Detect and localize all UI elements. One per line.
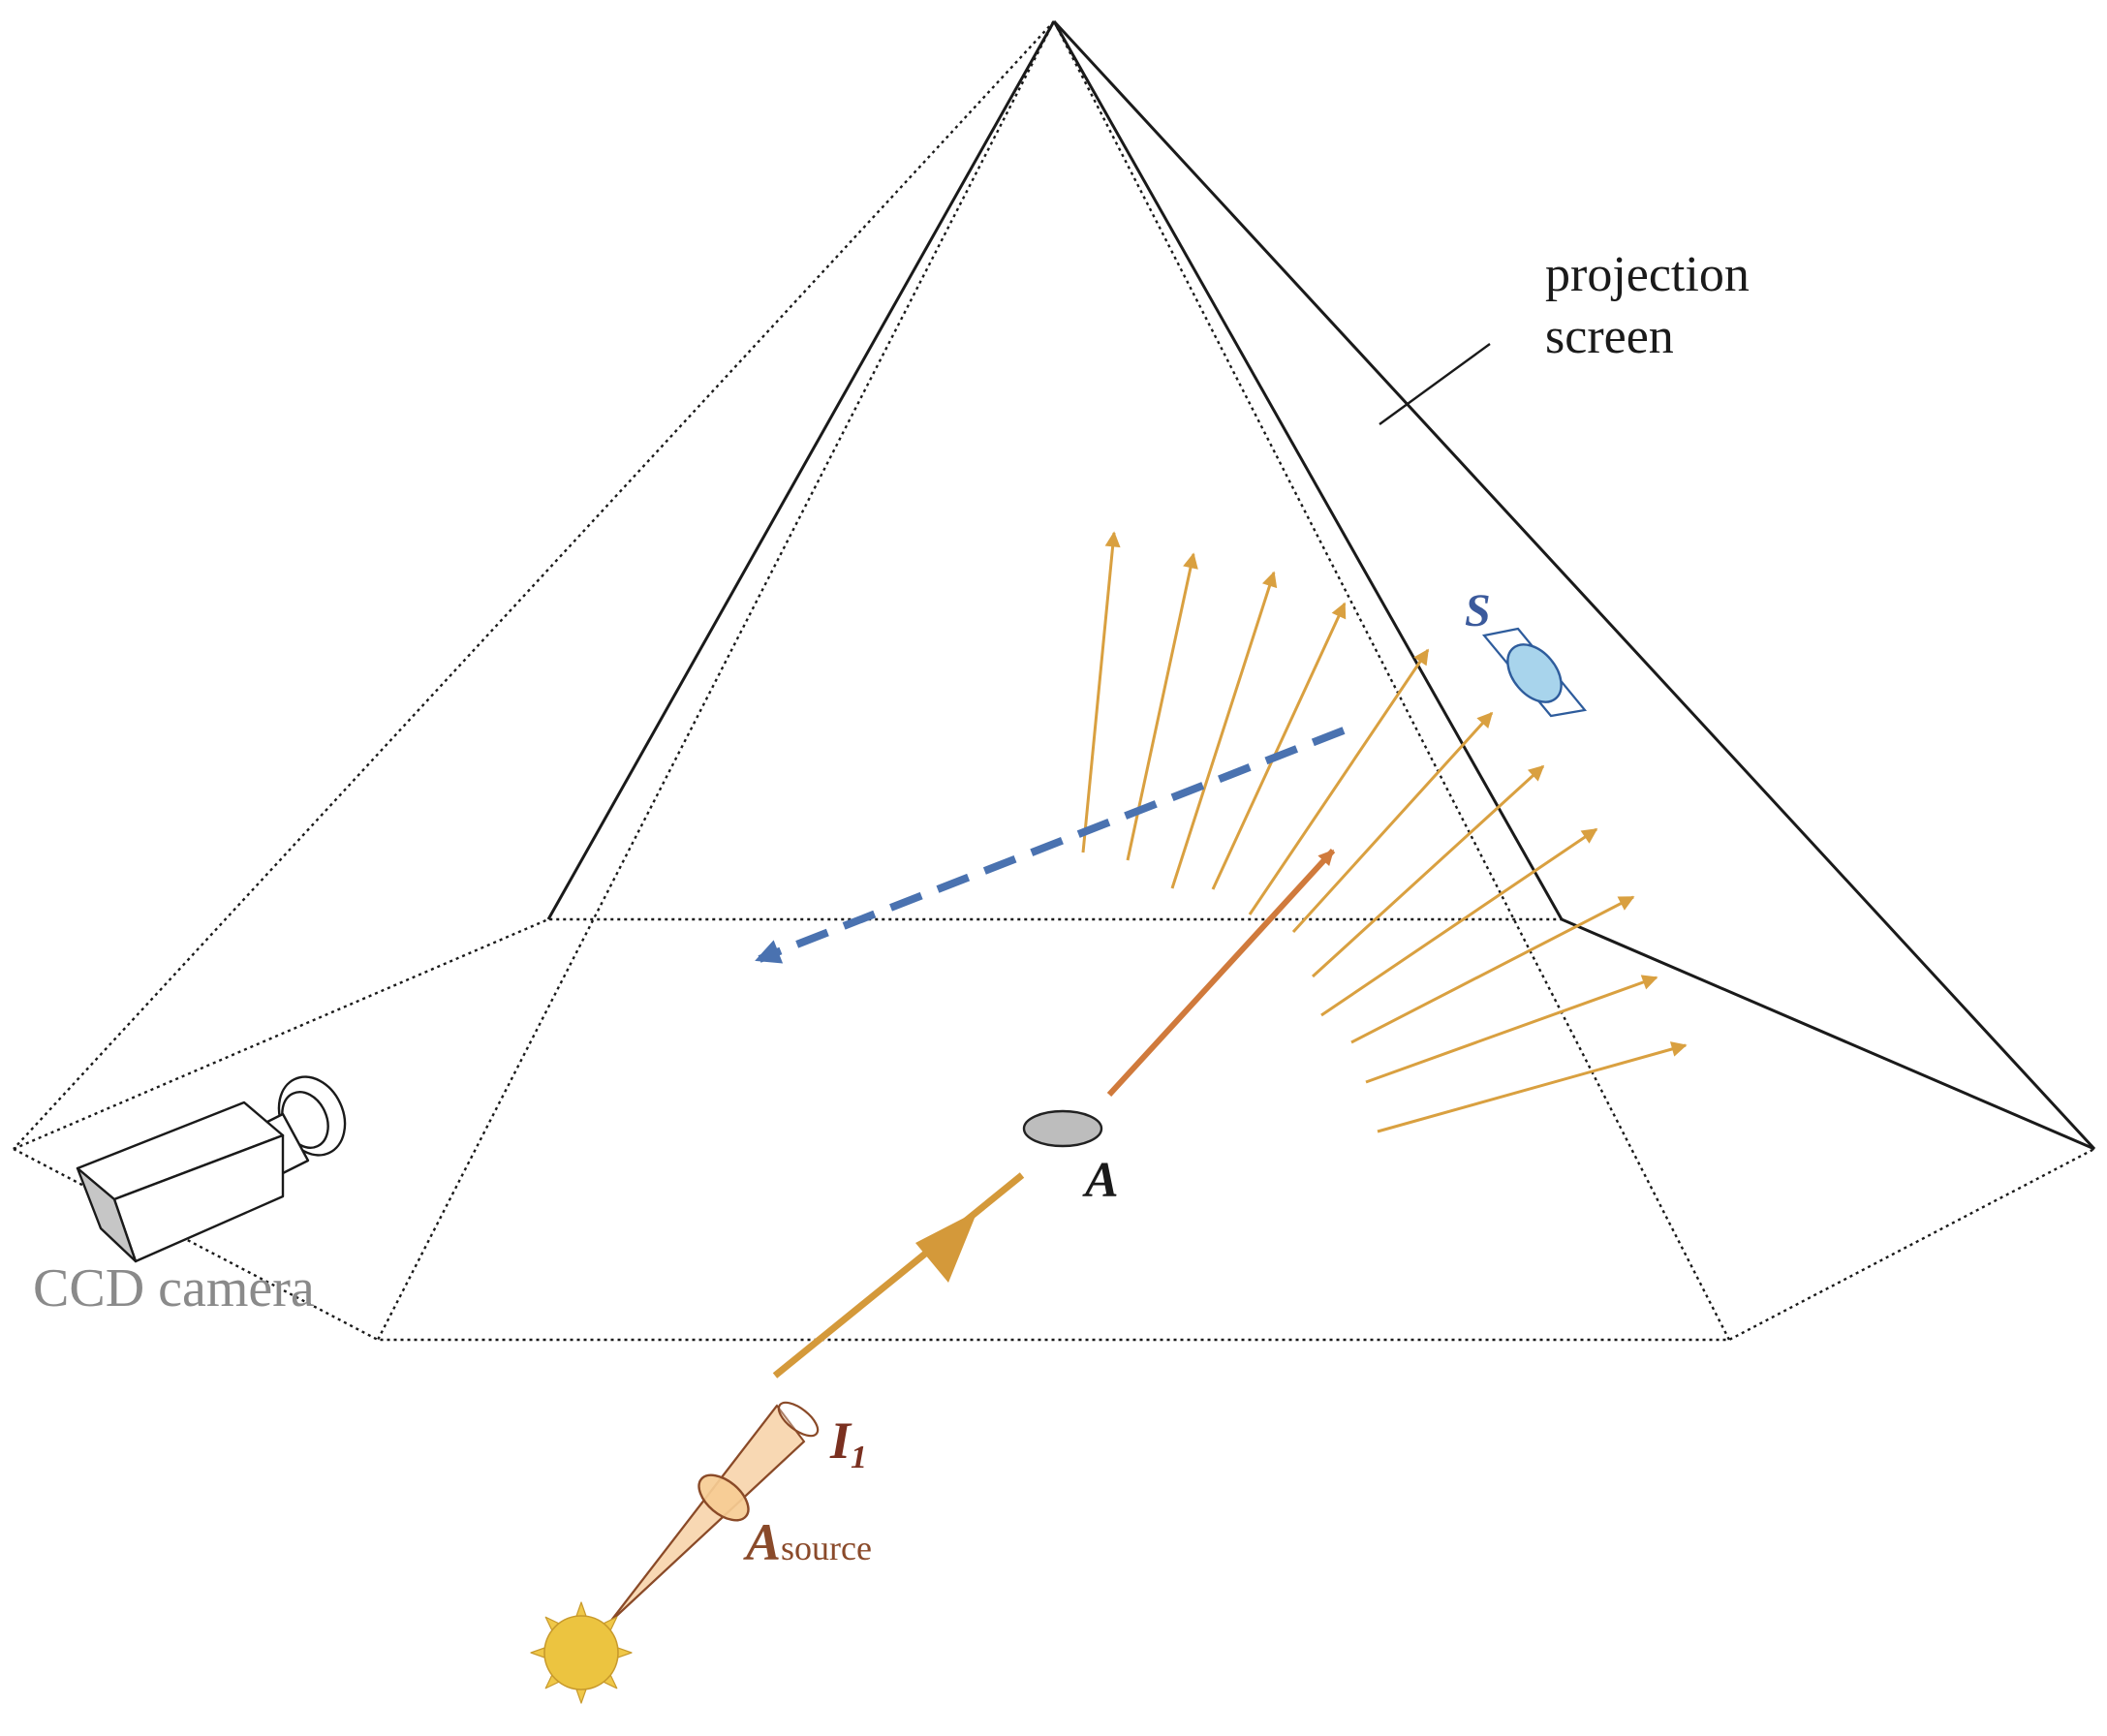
scattered-ray-3 xyxy=(1170,571,1278,889)
scattered-ray-7 xyxy=(1311,764,1545,978)
beam-cone-edge-bottom xyxy=(609,1441,805,1623)
pyramid-edge-apex-back-right xyxy=(1052,20,1564,920)
pyramid-edge-apex-front-left xyxy=(376,20,1056,1341)
scattered-ray-11 xyxy=(1377,1041,1688,1133)
pyramid-base-right xyxy=(1561,917,2095,1151)
reflected-ray xyxy=(1106,848,1336,1098)
pyramid-edge-apex-front-right xyxy=(1052,20,1731,1341)
scattered-ray-6 xyxy=(1291,711,1494,934)
projection-screen-label-line2: screen xyxy=(1545,309,1674,364)
beam-cone-edge-top xyxy=(609,1405,778,1623)
scattered-ray-1 xyxy=(1081,531,1121,853)
incident-beam xyxy=(609,1172,1025,1623)
sample-icon xyxy=(1481,627,1588,718)
projection-screen-label-line1: projection xyxy=(1545,247,1750,302)
ccd-camera-icon xyxy=(76,1075,347,1263)
pyramid-edge-apex-right xyxy=(1052,19,2096,1151)
incident-ray xyxy=(772,1172,1025,1379)
incident-ray-arrowhead xyxy=(915,1211,977,1283)
scattered-ray-4 xyxy=(1211,602,1347,890)
scattered-ray-9 xyxy=(1350,895,1635,1044)
sample-spot xyxy=(1506,643,1563,703)
scattered-ray-8 xyxy=(1320,827,1598,1017)
sun-disc xyxy=(543,1615,619,1690)
aperture-label: A xyxy=(1082,1153,1119,1208)
sun-icon xyxy=(530,1601,633,1704)
scattered-ray-10 xyxy=(1365,975,1658,1084)
aperture-icon xyxy=(1022,1109,1103,1148)
intensity-label: I1 xyxy=(829,1411,867,1475)
sample-label: S xyxy=(1465,585,1491,636)
source-aperture-label: Asource xyxy=(743,1513,872,1571)
beam-cylinder-end xyxy=(777,1401,820,1438)
return-dashed-arrow xyxy=(755,727,1346,964)
pyramid-base-front xyxy=(13,1147,2095,1342)
lens-icon xyxy=(697,1473,750,1522)
pyramid-edge-apex-left xyxy=(13,20,1055,1150)
source-aperture-label-subscript: source xyxy=(781,1529,872,1567)
pyramid xyxy=(13,19,2096,1342)
ccd-camera-label: CCD camera xyxy=(33,1258,315,1318)
camera-body-end xyxy=(76,1166,138,1263)
pyramid-edge-apex-back-left xyxy=(546,20,1056,920)
intensity-label-subscript: 1 xyxy=(851,1440,867,1475)
scattered-ray-5 xyxy=(1248,648,1430,915)
projection-screen-leader xyxy=(1379,343,1491,425)
scattered-rays xyxy=(1081,531,1688,1133)
